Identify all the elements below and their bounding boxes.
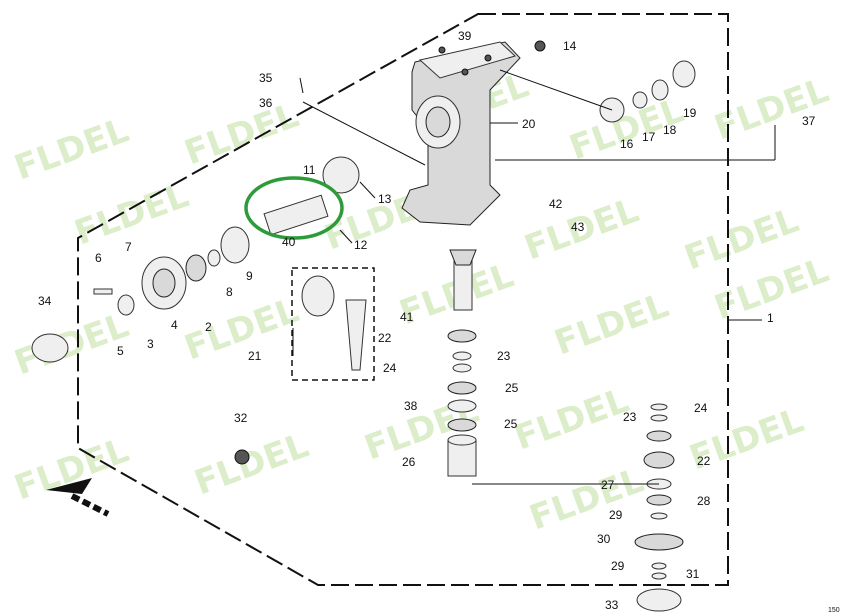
watermark-text: FLDEL bbox=[9, 111, 134, 189]
callout-label-11: 11 bbox=[303, 163, 316, 177]
gearbox-housing bbox=[401, 41, 521, 226]
callout-label-33: 33 bbox=[605, 598, 619, 612]
subassembly-frame bbox=[291, 267, 375, 381]
watermark-text: FLDEL bbox=[509, 381, 634, 459]
callout-label-42: 42 bbox=[549, 197, 563, 211]
watermark-text: FLDEL bbox=[179, 96, 304, 174]
callout-label-8: 8 bbox=[226, 285, 233, 299]
footer-code: 150 bbox=[828, 607, 840, 614]
callout-label-28: 28 bbox=[697, 494, 711, 508]
vertical-shaft bbox=[449, 249, 477, 311]
callout-label-39: 39 bbox=[458, 29, 472, 43]
callout-label-7: 7 bbox=[125, 240, 132, 254]
callout-label-30: 30 bbox=[597, 532, 611, 546]
callout-label-1: 1 bbox=[767, 311, 774, 325]
callout-label-24: 24 bbox=[694, 401, 708, 415]
callout-label-40: 40 bbox=[282, 235, 296, 249]
watermark-text: FLDEL bbox=[189, 426, 314, 504]
callout-label-43: 43 bbox=[571, 220, 585, 234]
callout-label-6: 6 bbox=[95, 251, 102, 265]
assembly-frame bbox=[77, 13, 729, 586]
watermark-text: FLDEL bbox=[9, 306, 134, 384]
callout-label-17: 17 bbox=[642, 130, 656, 144]
callout-label-23: 23 bbox=[623, 410, 637, 424]
callout-label-25: 25 bbox=[505, 381, 519, 395]
callout-label-9: 9 bbox=[246, 269, 253, 283]
callout-label-31: 31 bbox=[686, 567, 700, 581]
callout-label-19: 19 bbox=[683, 106, 697, 120]
watermark-text: FLDEL bbox=[524, 461, 649, 539]
callout-label-13: 13 bbox=[378, 192, 392, 206]
callout-label-29: 29 bbox=[611, 559, 625, 573]
watermark-text: FLDEL bbox=[179, 291, 304, 369]
callout-label-21: 21 bbox=[248, 349, 262, 363]
callout-label-25: 25 bbox=[504, 417, 518, 431]
callout-label-34: 34 bbox=[38, 294, 52, 308]
callout-label-23: 23 bbox=[497, 349, 511, 363]
callout-label-22: 22 bbox=[697, 454, 711, 468]
direction-arrow-icon bbox=[46, 478, 110, 517]
callout-label-20: 20 bbox=[522, 117, 536, 131]
output-stack bbox=[634, 403, 684, 612]
highlight-circle bbox=[244, 176, 344, 240]
callout-label-2: 2 bbox=[205, 320, 212, 334]
callout-label-18: 18 bbox=[663, 123, 677, 137]
callout-label-38: 38 bbox=[404, 399, 418, 413]
callout-label-41: 41 bbox=[400, 310, 414, 324]
callout-label-3: 3 bbox=[147, 337, 154, 351]
callout-label-36: 36 bbox=[259, 96, 273, 110]
leader-lines bbox=[292, 69, 776, 485]
watermark-text: FLDEL bbox=[549, 286, 674, 364]
callout-label-22: 22 bbox=[378, 331, 392, 345]
callout-label-37: 37 bbox=[802, 114, 816, 128]
callout-label-14: 14 bbox=[563, 39, 577, 53]
callout-label-27: 27 bbox=[601, 478, 615, 492]
callout-label-24: 24 bbox=[383, 361, 397, 375]
callout-label-16: 16 bbox=[620, 137, 634, 151]
callout-label-4: 4 bbox=[171, 318, 178, 332]
callout-label-35: 35 bbox=[259, 71, 273, 85]
callout-label-12: 12 bbox=[354, 238, 368, 252]
shaft-stack bbox=[447, 329, 477, 477]
callout-label-32: 32 bbox=[234, 411, 248, 425]
callout-label-29: 29 bbox=[609, 508, 623, 522]
callout-label-5: 5 bbox=[117, 344, 124, 358]
callout-label-26: 26 bbox=[402, 455, 416, 469]
